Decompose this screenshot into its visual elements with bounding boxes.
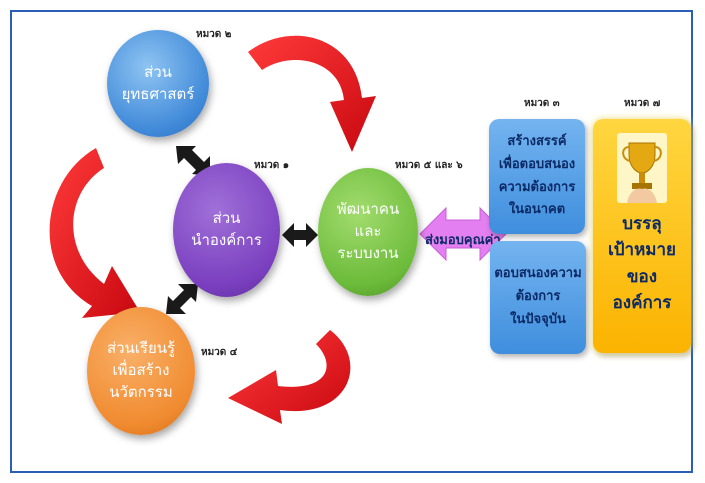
label-category-7: หมวด ๗ [624,98,661,109]
deliver-value-label: ส่งมอบคุณค่า [425,233,501,248]
current-line-2: ต้องการ [515,289,561,305]
cycle-arrow-top [248,35,376,152]
leadership-circle: ส่วน นำองค์การ [173,163,280,297]
develop-line-3: ระบบงาน [337,243,399,262]
develop-line-2: และ [354,222,382,241]
future-line-4: ในอนาคต [508,202,566,218]
develop-circle: พัฒนาคน และ ระบบงาน [318,168,418,296]
label-category-3: หมวด ๓ [524,98,560,109]
current-line-1: ตอบสนองความ [494,266,582,282]
leadership-line-2: นำองค์การ [191,231,262,249]
learning-circle-text: ส่วนเรียนรู้ เพื่อสร้าง นวัตกรรม [107,338,175,403]
label-category-4: หมวด ๔ [201,347,238,358]
goal-line-1: บรรลุ [622,214,662,234]
label-category-5-6: หมวด ๕ และ ๖ [395,160,463,171]
goal-line-2: เป้าหมาย [607,240,677,261]
deliver-value-arrow [419,206,507,262]
current-needs-box: ตอบสนองความ ต้องการ ในปัจจุบัน [490,241,586,354]
label-category-2: หมวด ๒ [196,29,232,40]
future-line-2: เพื่อตอบสนอง [498,156,576,172]
goal-line-3: ของ [626,266,658,287]
leadership-line-1: ส่วน [212,209,241,228]
double-arrow-leadership-learning [166,284,198,314]
leadership-circle-text: ส่วน นำองค์การ [191,208,262,252]
trophy-icon [617,133,667,203]
future-needs-text: สร้างสรรค์ เพื่อตอบสนอง ความต้องการ ในอน… [499,131,576,222]
label-category-1: หมวด ๑ [254,160,290,171]
develop-line-1: พัฒนาคน [336,200,400,219]
double-arrow-leadership-develop [282,223,318,247]
learning-circle: ส่วนเรียนรู้ เพื่อสร้าง นวัตกรรม [87,307,195,435]
future-line-3: ความต้องการ [498,179,576,195]
future-line-1: สร้างสรรค์ [507,134,567,149]
current-needs-text: ตอบสนองความ ต้องการ ในปัจจุบัน [494,263,581,331]
goal-text: บรรลุ เป้าหมาย ของ องค์การ [593,211,691,316]
strategy-line-1: ส่วน [144,62,172,81]
goal-line-4: องค์การ [612,293,672,314]
learning-line-3: นวัตกรรม [109,382,173,401]
goal-box: บรรลุ เป้าหมาย ของ องค์การ [593,119,691,353]
cycle-arrow-bottom [228,330,351,424]
develop-circle-text: พัฒนาคน และ ระบบงาน [337,199,399,264]
cycle-arrow-left [49,148,140,318]
strategy-circle: ส่วน ยุทธศาสตร์ [107,30,209,137]
future-needs-box: สร้างสรรค์ เพื่อตอบสนอง ความต้องการ ในอน… [489,119,585,234]
current-line-3: ในปัจจุบัน [510,311,566,327]
strategy-line-2: ยุทธศาสตร์ [121,84,195,103]
learning-line-1: ส่วนเรียนรู้ [106,339,176,358]
strategy-circle-text: ส่วน ยุทธศาสตร์ [122,62,195,106]
learning-line-2: เพื่อสร้าง [112,361,170,380]
